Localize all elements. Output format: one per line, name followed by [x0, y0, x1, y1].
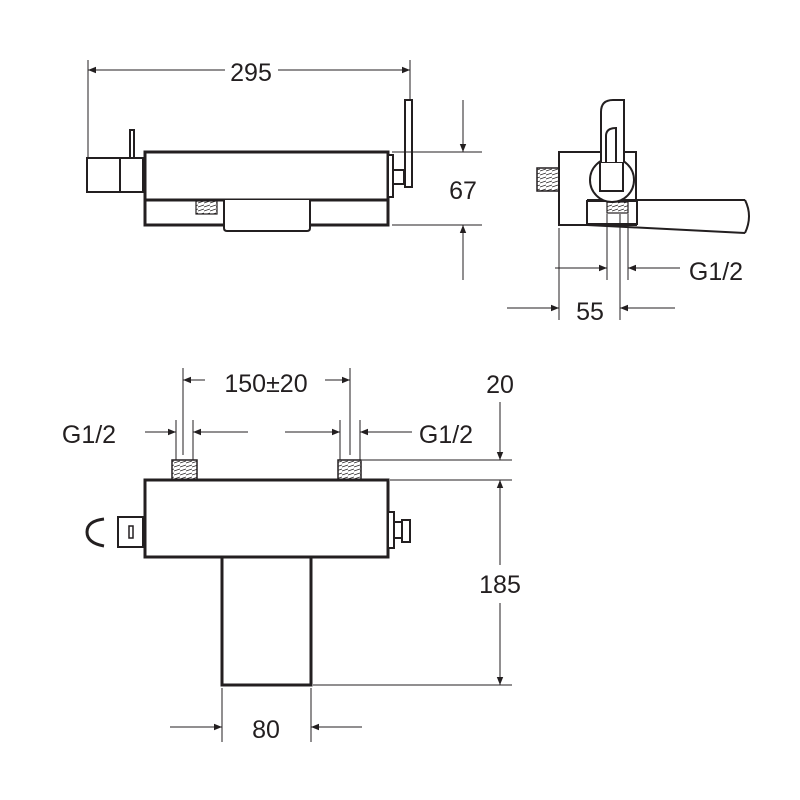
knob: [401, 519, 411, 543]
diverter-stem: [129, 129, 135, 159]
hose-connector: [86, 157, 144, 193]
body-top: [143, 478, 390, 559]
side-view: G1/2 55: [507, 99, 750, 326]
mixer-body: [143, 150, 390, 202]
shower-holder-icon: [85, 517, 105, 548]
thread-length-label: 20: [486, 371, 514, 399]
side-lever-inner: [605, 126, 617, 162]
right-thread-label: G1/2: [419, 421, 473, 449]
right-inlet-thread: [337, 459, 362, 481]
cartridge-square: [599, 161, 624, 192]
side-outlet-thread: [606, 201, 629, 214]
lever-handle: [404, 99, 413, 188]
depth-dimension-label: 55: [576, 298, 604, 326]
left-thread-label: G1/2: [62, 421, 116, 449]
width-dimension-label: 295: [230, 59, 272, 87]
side-thread-label: G1/2: [689, 258, 743, 286]
overall-depth-label: 185: [479, 571, 521, 599]
spout-bracket: [223, 200, 311, 232]
spout-top: [220, 555, 313, 687]
thread-connector: [195, 200, 218, 215]
front-view: 295 67: [86, 59, 482, 280]
spout-width-label: 80: [252, 716, 280, 744]
knob-neck: [393, 521, 403, 539]
height-dimension-label: 67: [449, 177, 477, 205]
left-inlet-thread: [171, 459, 198, 481]
inlet-spacing-label: 150±20: [224, 370, 307, 398]
side-thread: [536, 167, 560, 192]
top-view: 150±20 G1/2 G1/2 20 185 80: [62, 368, 521, 744]
handle-hub: [392, 169, 405, 185]
